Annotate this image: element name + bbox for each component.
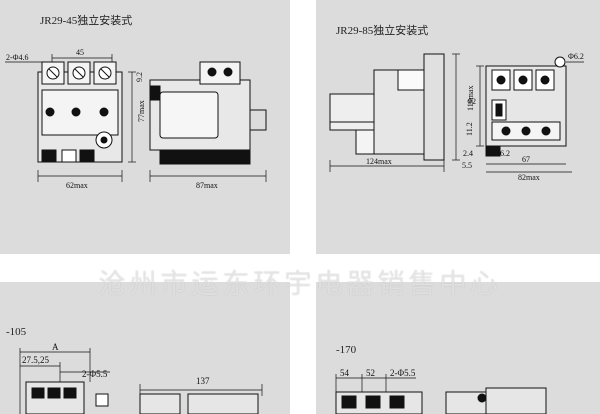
panel-title: -105 (6, 326, 27, 338)
jr29-85-drawing: 124max 119max 92 11.2 Φ6.2 2.4 6.2 5.5 6… (329, 52, 584, 182)
label-hole: Φ6.2 (568, 52, 584, 61)
label-depth: 137 (196, 376, 210, 386)
label-w-54: 54 (340, 368, 350, 378)
panel-jr29-45: JR29-45独立安装式 (0, 0, 290, 254)
label-width-bottom: 62max (66, 181, 88, 190)
label-depth: 124max (366, 157, 392, 166)
panel-jr29-105: -105 A 27 (0, 282, 290, 414)
jr29-170-drawing: 54 52 2-Φ5.5 (335, 368, 547, 414)
label-w-67: 67 (522, 155, 530, 164)
label-hole: 2-Φ4.6 (6, 53, 29, 62)
jr29-105-drawing: A 27.5,25 2-Φ5.5 137 (19, 342, 263, 414)
jr29-45-drawing: 2-Φ4.6 45 62max 9.2 77max 87max (5, 48, 267, 190)
label-w-82: 82max (518, 173, 540, 182)
label-d-5-5: 5.5 (462, 161, 472, 170)
panel-title: JR29-85独立安装式 (336, 25, 429, 37)
label-w-52: 52 (366, 368, 375, 378)
label-a: A (52, 342, 59, 352)
label-h-11-2: 11.2 (465, 122, 474, 136)
panel-title: JR29-45独立安装式 (40, 15, 133, 27)
label-d-2-4: 2.4 (463, 149, 473, 158)
label-h-max: 119max (466, 86, 475, 111)
label-hole: 2-Φ5.5 (82, 369, 108, 379)
label-h-small: 9.2 (135, 72, 144, 82)
panel-title: -170 (336, 344, 357, 356)
label-d-6-2: 6.2 (500, 149, 510, 158)
label-depth: 87max (196, 181, 218, 190)
panel-jr29-85: JR29-85独立安装式 (316, 0, 600, 254)
label-hole: 2-Φ5.5 (390, 368, 416, 378)
label-width-top: 45 (76, 48, 84, 57)
label-h-max: 77max (137, 100, 146, 122)
panel-jr29-170: -170 54 52 2-Φ5.5 (316, 282, 600, 414)
label-h-92: 92 (468, 97, 476, 106)
label-w-27-5-25: 27.5,25 (22, 355, 50, 365)
